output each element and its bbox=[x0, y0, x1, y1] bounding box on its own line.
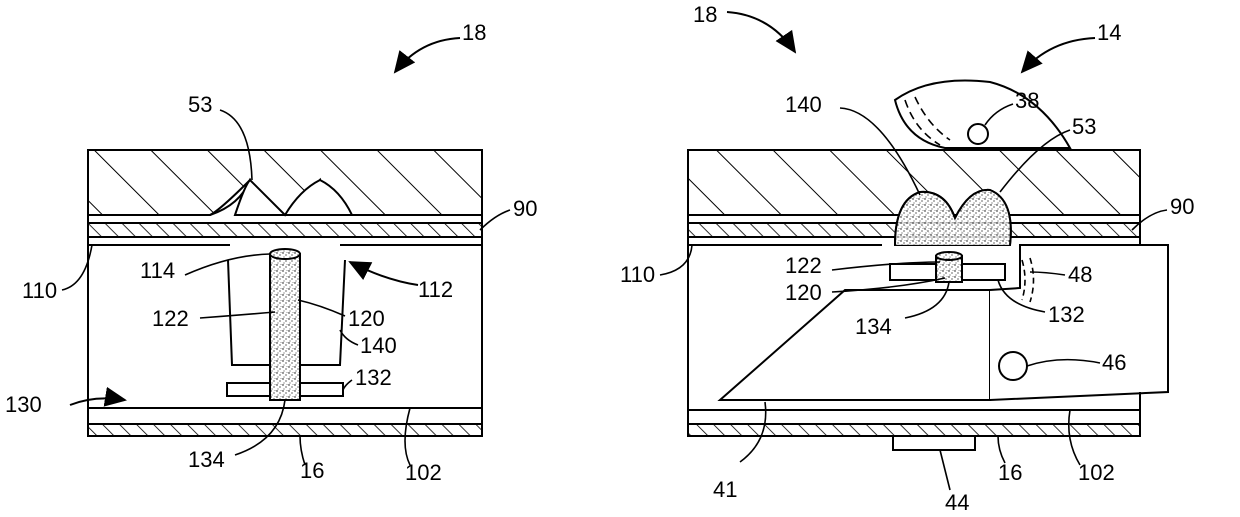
right-label-46: 46 bbox=[1102, 350, 1126, 375]
left-label-16: 16 bbox=[300, 458, 324, 483]
right-label-122: 122 bbox=[785, 253, 822, 278]
left-label-132: 132 bbox=[355, 365, 392, 390]
right-label-14: 14 bbox=[1097, 20, 1121, 45]
right-label-16: 16 bbox=[998, 460, 1022, 485]
left-label-120: 120 bbox=[348, 306, 385, 331]
left-label-90: 90 bbox=[513, 196, 537, 221]
left-label-53: 53 bbox=[188, 92, 212, 117]
left-label-130: 130 bbox=[5, 392, 42, 417]
right-label-90: 90 bbox=[1170, 194, 1194, 219]
left-label-112: 112 bbox=[418, 277, 453, 302]
left-top-wall bbox=[88, 150, 482, 215]
right-label-132: 132 bbox=[1048, 302, 1085, 327]
right-layer-16 bbox=[688, 424, 1140, 436]
right-label-102: 102 bbox=[1078, 460, 1115, 485]
left-label-110: 110 bbox=[22, 278, 57, 303]
right-label-120: 120 bbox=[785, 280, 822, 305]
right-label-38: 38 bbox=[1015, 88, 1039, 113]
right-ball-38 bbox=[968, 124, 988, 144]
right-label-140: 140 bbox=[785, 92, 822, 117]
left-label-102: 102 bbox=[405, 460, 442, 485]
right-label-134: 134 bbox=[855, 314, 892, 339]
left-label-18: 18 bbox=[462, 20, 486, 45]
left-label-114: 114 bbox=[140, 258, 175, 283]
right-figure: 18 14 38 140 53 90 110 122 120 48 134 13… bbox=[620, 2, 1194, 515]
right-pin-46 bbox=[999, 352, 1027, 380]
right-anvil-41 bbox=[720, 290, 990, 400]
right-label-41: 41 bbox=[713, 477, 737, 502]
left-figure: 18 53 90 110 114 112 122 120 140 132 130… bbox=[5, 20, 537, 485]
left-label-134: 134 bbox=[188, 447, 225, 472]
left-label-140: 140 bbox=[360, 333, 397, 358]
right-label-110: 110 bbox=[620, 262, 655, 287]
right-element-44 bbox=[893, 436, 975, 450]
right-label-44: 44 bbox=[945, 490, 969, 515]
right-label-18: 18 bbox=[693, 2, 717, 27]
right-label-48: 48 bbox=[1068, 262, 1092, 287]
left-rod-120 bbox=[270, 254, 300, 400]
right-label-53: 53 bbox=[1072, 114, 1096, 139]
left-layer-16 bbox=[88, 424, 482, 436]
left-label-122: 122 bbox=[152, 306, 189, 331]
left-layer-90 bbox=[88, 223, 482, 237]
